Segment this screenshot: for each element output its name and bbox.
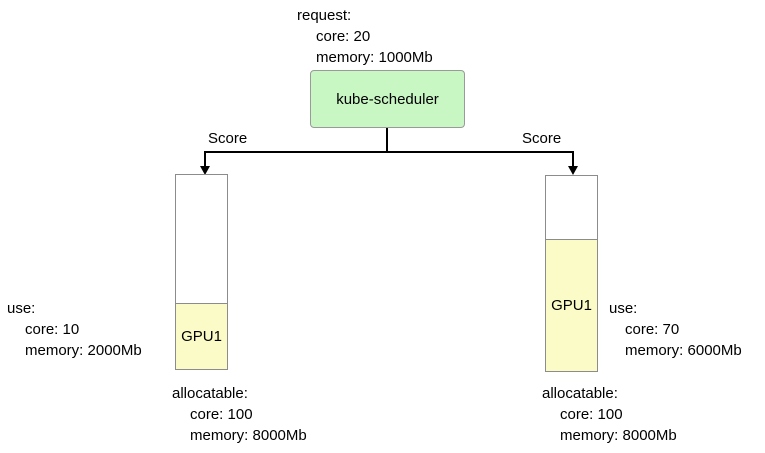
- arrow-down-right-icon: [568, 166, 578, 175]
- connector-stem: [386, 128, 388, 153]
- node-left-allocatable-core: core: 100: [190, 406, 253, 423]
- connector-horizontal: [204, 151, 574, 153]
- node-right-gpu-usage: GPU1: [546, 239, 597, 371]
- request-title: request:: [297, 7, 352, 24]
- node-left-allocatable-memory: memory: 8000Mb: [190, 427, 307, 444]
- node-left-bar: GPU1: [175, 174, 228, 370]
- connector-right-stub: [572, 151, 574, 167]
- node-right-use-block: use: core: 70 memory: 6000Mb: [609, 298, 742, 361]
- request-block: request: core: 20 memory: 1000Mb: [297, 5, 433, 68]
- arrow-down-left-icon: [200, 166, 210, 175]
- node-right-allocatable-memory: memory: 8000Mb: [560, 427, 677, 444]
- kube-scheduler-label: kube-scheduler: [336, 90, 439, 108]
- node-right-use-title: use:: [609, 300, 638, 317]
- node-right-allocatable-block: allocatable: core: 100 memory: 8000Mb: [542, 383, 677, 446]
- request-memory: memory: 1000Mb: [316, 49, 433, 66]
- node-left-use-title: use:: [7, 300, 36, 317]
- score-label-right: Score: [522, 130, 562, 147]
- node-left-gpu-label: GPU1: [181, 328, 222, 345]
- node-left-use-block: use: core: 10 memory: 2000Mb: [7, 298, 142, 361]
- node-left-allocatable-title: allocatable:: [172, 385, 248, 402]
- node-right-use-core: core: 70: [625, 321, 680, 338]
- node-right-allocatable-title: allocatable:: [542, 385, 618, 402]
- node-right-allocatable-core: core: 100: [560, 406, 623, 423]
- score-label-left: Score: [208, 130, 248, 147]
- request-core: core: 20: [316, 28, 371, 45]
- node-left-use-memory: memory: 2000Mb: [25, 342, 142, 359]
- node-left-gpu-usage: GPU1: [176, 303, 227, 369]
- node-left-allocatable-block: allocatable: core: 100 memory: 8000Mb: [172, 383, 307, 446]
- node-right-bar: GPU1: [545, 175, 598, 372]
- node-left-use-core: core: 10: [25, 321, 80, 338]
- node-right-use-memory: memory: 6000Mb: [625, 342, 742, 359]
- node-right-gpu-label: GPU1: [551, 297, 592, 314]
- kube-scheduler-box: kube-scheduler: [310, 70, 465, 128]
- connector-left-stub: [204, 151, 206, 167]
